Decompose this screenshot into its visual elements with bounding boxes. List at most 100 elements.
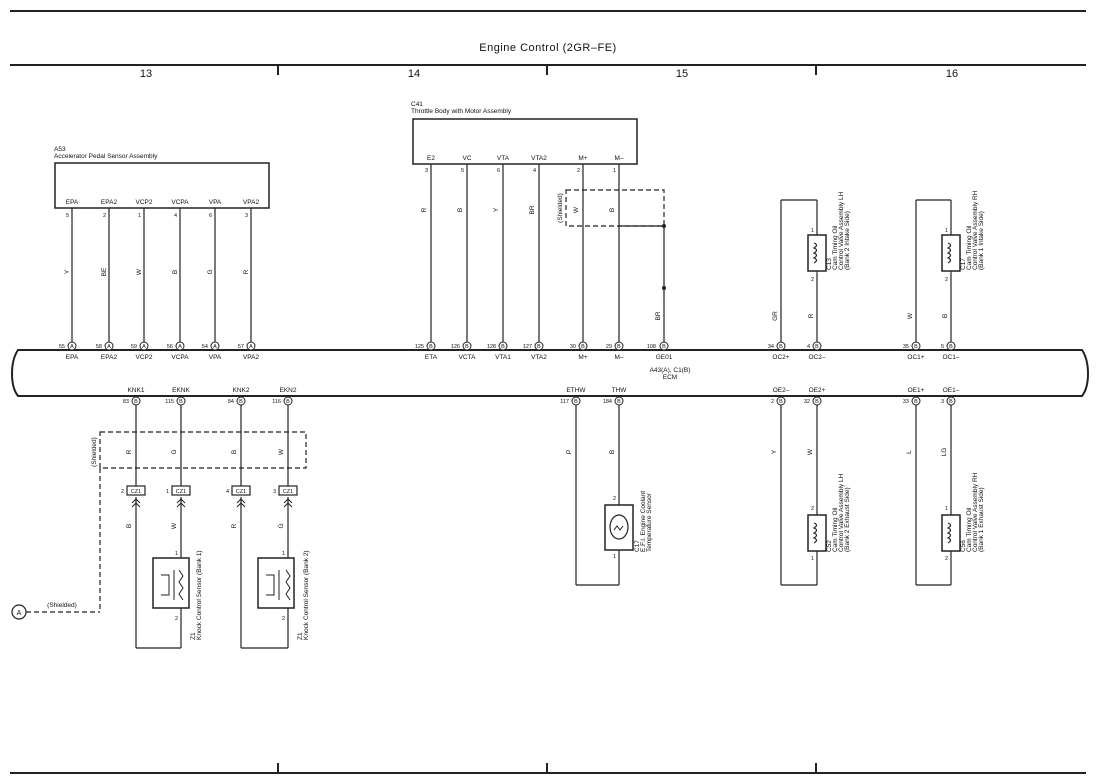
terminal-name: VTA2 xyxy=(531,155,547,162)
pin-number: 2 xyxy=(811,506,814,512)
ecm-terminal-name: VCPA xyxy=(171,354,189,361)
ecm-terminal-name: M+ xyxy=(578,354,587,361)
pin-number: 32 xyxy=(804,399,810,405)
svg-text:B: B xyxy=(662,344,666,350)
wire-color: B xyxy=(942,314,949,318)
pin-number: 2 xyxy=(121,489,124,495)
ecm-pin: B35 xyxy=(903,341,921,351)
component-name: (Bank 1 Exhaust Side) xyxy=(978,487,985,552)
ecm-connector-label: A43(A), C1(B) xyxy=(650,367,691,374)
component-name: E.F.I. Engine Coolant xyxy=(640,491,647,552)
connector-cz1 xyxy=(231,485,251,496)
component-name: Control Valve Assembly LH xyxy=(838,191,845,270)
component-id: C13 xyxy=(826,258,833,270)
pin-number: 1 xyxy=(282,551,285,557)
component-name: Control Valve Assembly LH xyxy=(838,473,845,552)
wire-color: R xyxy=(231,523,238,528)
ecm-terminal-name: OC1– xyxy=(943,354,960,361)
component-name: (Bank 2 Intake Side) xyxy=(844,211,851,270)
pin-circle xyxy=(911,341,921,351)
wire-color: B xyxy=(126,524,133,528)
ecm-pin: B34 xyxy=(768,341,786,351)
ecm-terminal-name: VPA2 xyxy=(243,354,260,361)
ecm-terminal-name: OE2– xyxy=(773,387,790,394)
ecm-terminal-name: EPA xyxy=(66,354,79,361)
pin-number: 4 xyxy=(174,213,177,219)
pin-number: 56 xyxy=(167,344,173,350)
pin-connector: B xyxy=(429,344,433,350)
terminal-name: VTA xyxy=(497,155,510,162)
wire-color: BR xyxy=(655,311,662,320)
pin-connector: B xyxy=(581,344,585,350)
pin-connector: A xyxy=(249,344,253,350)
ecm-pin: A 57 xyxy=(238,341,256,351)
pin-connector: B xyxy=(501,344,505,350)
wire-color: R xyxy=(421,207,428,212)
column-number: 15 xyxy=(676,68,688,80)
terminal-name: VPA2 xyxy=(243,199,260,206)
pin-circle xyxy=(534,341,544,351)
throttle-body-box xyxy=(412,118,638,165)
pin-number: 1 xyxy=(613,554,616,560)
pin-connector: B xyxy=(574,399,578,405)
pin-number: 2 xyxy=(771,399,774,405)
pin-number: 2 xyxy=(577,168,580,174)
component-name: Cam Timing Oil xyxy=(966,507,973,552)
wire-color: R xyxy=(126,449,133,454)
wire-color: R xyxy=(808,313,815,318)
connector-label: CZ1 xyxy=(236,489,246,495)
ground-reference-circle xyxy=(11,604,27,620)
terminal-name: EPA2 xyxy=(101,199,118,206)
ecm-pin: B84 xyxy=(228,396,246,406)
splice-dot xyxy=(662,224,666,228)
ecm-pin: B83 xyxy=(123,396,141,406)
pin-connector: B xyxy=(239,399,243,405)
component-name: Accelerator Pedal Sensor Assembly xyxy=(54,153,158,160)
component-name: Control Valve Assembly RH xyxy=(972,190,979,270)
wire-color: W xyxy=(171,522,178,529)
ecm-pin: B33 xyxy=(903,396,921,406)
pin-connector: B xyxy=(179,399,183,405)
piezo-element-icon xyxy=(161,569,184,601)
wire-color: Y xyxy=(493,207,500,212)
pin-connector: B xyxy=(465,344,469,350)
ecm-pin: A55 xyxy=(59,341,77,351)
ecm-terminal-name: OC2+ xyxy=(772,354,789,361)
splice-dot xyxy=(662,286,666,290)
pin-number: 1 xyxy=(945,228,948,234)
pin-number: 1 xyxy=(945,506,948,512)
ecm-terminal-name: OE1+ xyxy=(908,387,925,394)
ecm-pin: A59 xyxy=(131,341,149,351)
pin-number: 58 xyxy=(96,344,102,350)
pin-number: 1 xyxy=(138,213,141,219)
ecm-terminal-name: ETA xyxy=(425,354,438,361)
pin-number: 116 xyxy=(272,399,281,405)
wire-color: W xyxy=(907,312,914,319)
knock-sensor-group: (Shielded)A(Shielded)KNK1B83RCZ12BEKNKB1… xyxy=(11,387,310,649)
ecm-pin: B29 xyxy=(606,341,624,351)
wire-color: G xyxy=(207,269,214,274)
column-number: 16 xyxy=(946,68,958,80)
terminal-name: M– xyxy=(614,155,623,162)
connector-label: CZ1 xyxy=(131,489,141,495)
wire-color: B xyxy=(231,450,238,454)
column-number: 14 xyxy=(408,68,420,80)
ecm-terminal-name: OE2+ xyxy=(809,387,826,394)
thermistor-symbol-icon xyxy=(613,525,624,531)
ecm-pin: B32 xyxy=(804,396,822,406)
ecm-pin: B3 xyxy=(941,396,956,406)
pin-number: 35 xyxy=(903,344,909,350)
ecm-terminal-name: VPA xyxy=(209,354,222,361)
pin-connector: B xyxy=(286,399,290,405)
pin-number: 34 xyxy=(768,344,774,350)
component-id: C52 xyxy=(826,540,833,552)
pin-number: 5 xyxy=(461,168,464,174)
pin-number: 57 xyxy=(238,344,244,350)
pin-connector: A xyxy=(70,344,74,350)
